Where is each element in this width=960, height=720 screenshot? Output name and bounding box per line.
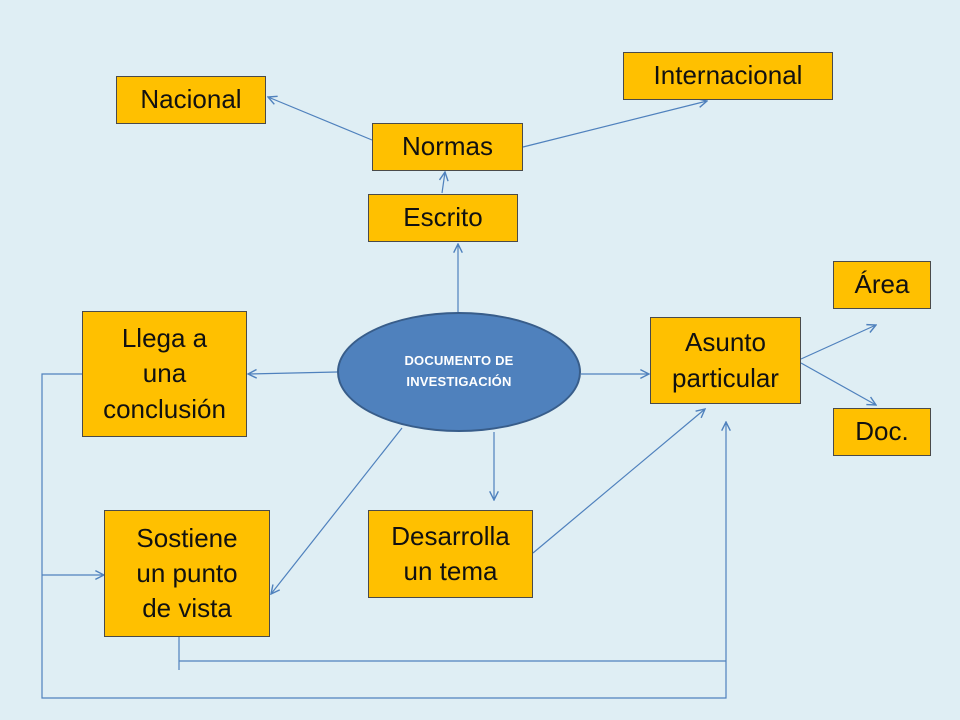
node-doc: Doc. xyxy=(833,408,931,456)
connector-asunto-doc xyxy=(800,362,876,405)
node-desarrolla-tema: Desarrolla un tema xyxy=(368,510,533,598)
connector-ellipse-llega xyxy=(248,372,338,374)
central-node-documento-investigacion: DOCUMENTO DE INVESTIGACIÓN xyxy=(337,312,581,432)
connector-asunto-area xyxy=(800,325,876,360)
node-internacional: Internacional xyxy=(623,52,833,100)
connector-escrito-normas xyxy=(442,172,445,194)
connector-llega-loop-asunto xyxy=(41,373,726,699)
node-area: Área xyxy=(833,261,931,309)
connector-normas-nacional xyxy=(268,97,373,141)
node-normas: Normas xyxy=(372,123,523,171)
node-nacional: Nacional xyxy=(116,76,266,124)
connector-desarrolla-asunto xyxy=(532,409,705,554)
node-escrito: Escrito xyxy=(368,194,518,242)
node-sostiene-punto-vista: Sostiene un punto de vista xyxy=(104,510,270,637)
connector-normas-internacional xyxy=(522,101,707,148)
node-llega-conclusion: Llega a una conclusión xyxy=(82,311,247,437)
connector-ellipse-sostiene xyxy=(271,427,403,594)
node-asunto-particular: Asunto particular xyxy=(650,317,801,404)
